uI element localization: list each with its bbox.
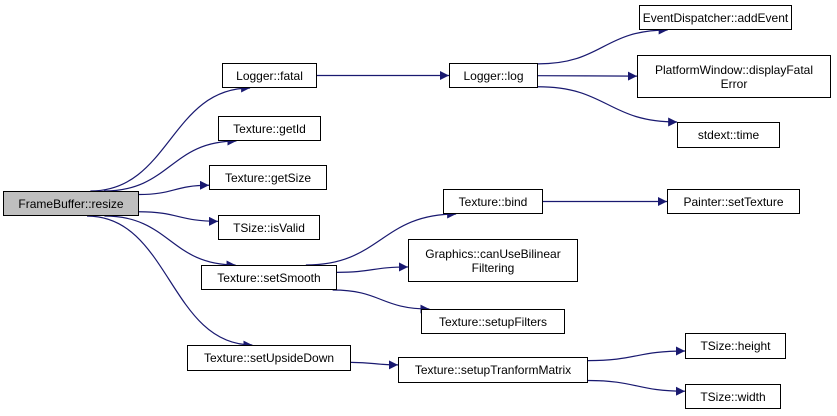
edge-framebuffer_resize-to-texture_getid bbox=[104, 136, 237, 192]
edge-framebuffer_resize-to-texture_setupsidedown bbox=[87, 215, 253, 350]
node-texture-setuptranformmatrix[interactable]: Texture::setupTranformMatrix bbox=[398, 357, 588, 383]
node-texture-bind[interactable]: Texture::bind bbox=[443, 189, 543, 214]
node-tsize-height[interactable]: TSize::height bbox=[685, 333, 786, 359]
edge-logger_log-to-eventdispatcher_addevent bbox=[537, 25, 668, 65]
node-texture-getsize[interactable]: Texture::getSize bbox=[209, 165, 327, 190]
edge-texture_setuptranformmatrix-to-tsize_height bbox=[587, 346, 686, 362]
node-eventdispatcher-addevent[interactable]: EventDispatcher::addEvent bbox=[639, 5, 792, 30]
node-platformwindow-displayfatalerror[interactable]: PlatformWindow::displayFatal Error bbox=[637, 55, 831, 98]
node-texture-setupsidedown[interactable]: Texture::setUpsideDown bbox=[187, 345, 351, 371]
node-texture-setupfilters[interactable]: Texture::setupFilters bbox=[421, 309, 565, 334]
node-texture-getid[interactable]: Texture::getId bbox=[218, 116, 321, 141]
edge-framebuffer_resize-to-texture_getsize bbox=[138, 180, 210, 196]
node-stdext-time[interactable]: stdext::time bbox=[677, 122, 780, 148]
edge-framebuffer_resize-to-logger_fatal bbox=[90, 83, 251, 192]
node-logger-log[interactable]: Logger::log bbox=[449, 63, 538, 88]
node-texture-setsmooth[interactable]: Texture::setSmooth bbox=[201, 265, 337, 290]
node-tsize-isvalid[interactable]: TSize::isValid bbox=[218, 215, 320, 240]
edge-framebuffer_resize-to-tsize_isvalid bbox=[138, 211, 219, 226]
node-painter-settexture[interactable]: Painter::setTexture bbox=[667, 189, 800, 214]
edge-texture_setsmooth-to-texture_bind bbox=[305, 209, 457, 266]
node-framebuffer-resize[interactable]: FrameBuffer::resize bbox=[3, 191, 139, 216]
node-graphics-canusebilinearfiltering[interactable]: Graphics::canUseBilinear Filtering bbox=[408, 239, 578, 282]
edge-texture_setsmooth-to-graphics_canusebilinearfiltering bbox=[336, 262, 409, 273]
edge-texture_setuptranformmatrix-to-tsize_width bbox=[587, 379, 686, 396]
edge-logger_log-to-stdext_time bbox=[537, 86, 678, 127]
edge-texture_setsmooth-to-texture_setupfilters bbox=[332, 289, 430, 314]
edge-framebuffer_resize-to-texture_setsmooth bbox=[104, 215, 236, 270]
node-tsize-width[interactable]: TSize::width bbox=[685, 384, 781, 409]
edge-texture_setupsidedown-to-texture_setuptranformmatrix bbox=[350, 360, 399, 370]
node-logger-fatal[interactable]: Logger::fatal bbox=[222, 63, 317, 88]
